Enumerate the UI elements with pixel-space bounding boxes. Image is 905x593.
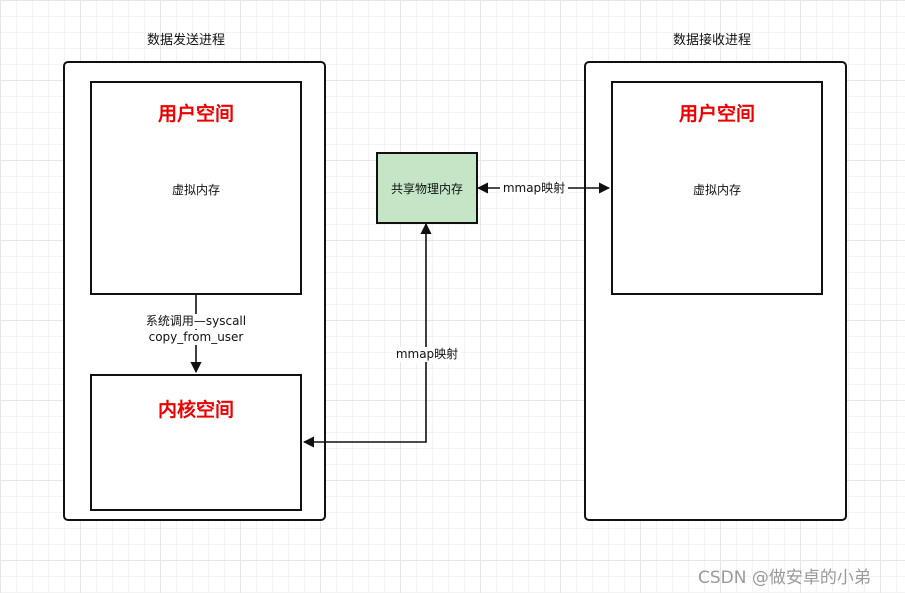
kernel-space-title: 内核空间 [157, 399, 234, 421]
receiver-user-space: 用户空间 虚拟内存 [611, 81, 823, 295]
shared-physical-memory: 共享物理内存 [376, 152, 478, 224]
syscall-label-line2: copy_from_user [136, 330, 256, 345]
mmap-label-bottom: mmap映射 [393, 347, 461, 362]
sender-user-space: 用户空间 虚拟内存 [90, 81, 302, 295]
sender-kernel-space: 内核空间 [90, 374, 302, 511]
mmap-label-top: mmap映射 [500, 181, 568, 196]
sender-virtual-memory-label: 虚拟内存 [171, 183, 220, 197]
mmap-kernel-arrow [302, 222, 432, 448]
syscall-label-line1: 系统调用—syscall [136, 314, 256, 329]
sender-user-space-title: 用户空间 [157, 103, 234, 125]
receiver-virtual-memory-label: 虚拟内存 [692, 183, 741, 197]
sender-process-title: 数据发送进程 [146, 33, 225, 48]
receiver-user-space-title: 用户空间 [678, 103, 755, 125]
receiver-process-title: 数据接收进程 [672, 33, 751, 48]
shared-memory-label: 共享物理内存 [390, 181, 463, 196]
csdn-watermark: CSDN @做安卓的小弟 [698, 568, 871, 588]
